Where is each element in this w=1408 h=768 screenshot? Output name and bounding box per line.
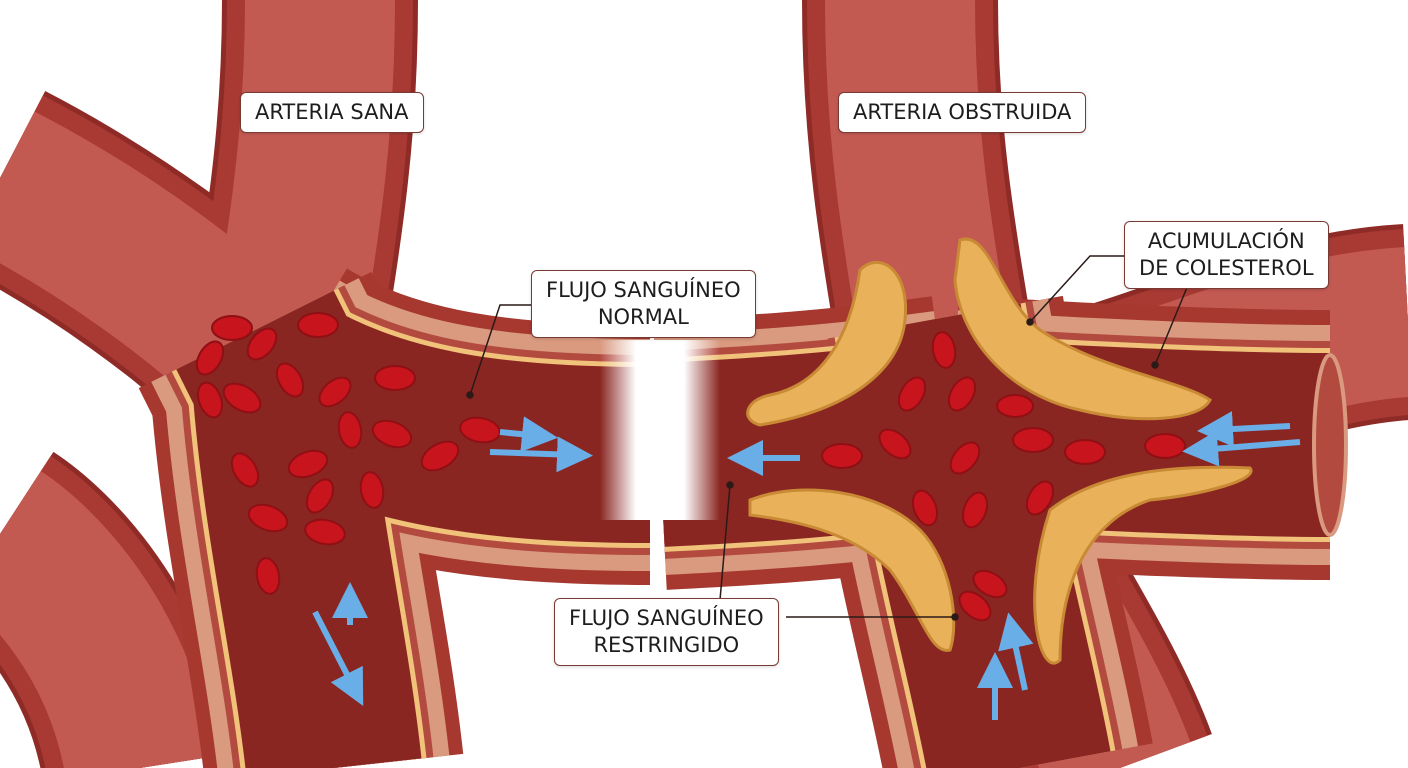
label-text: ACUMULACIÓN [1147, 229, 1305, 253]
label-obstructed-artery: ARTERIA OBSTRUIDA [838, 92, 1087, 133]
normal-flow-arrows [312, 416, 593, 707]
label-text: NORMAL [597, 305, 689, 329]
label-text: ARTERIA SANA [255, 100, 409, 124]
restricted-blood-cells [821, 331, 1186, 622]
leader-lines [466, 255, 1189, 621]
healthy-artery-cross-section [255, 330, 650, 768]
vessel-opening [1312, 353, 1348, 537]
label-normal-flow: FLUJO SANGUÍNEO NORMAL [531, 270, 756, 338]
cholesterol-plaque [746, 237, 1253, 665]
healthy-blood-cells [195, 312, 501, 595]
restricted-flow-arrows [727, 411, 1301, 720]
label-text: RESTRINGIDO [593, 633, 740, 657]
section-divider [600, 340, 720, 520]
label-restricted-flow: FLUJO SANGUÍNEO RESTRINGIDO [554, 598, 779, 666]
label-healthy-artery: ARTERIA SANA [240, 92, 424, 133]
label-text: FLUJO SANGUÍNEO [569, 606, 764, 630]
label-text: ARTERIA OBSTRUIDA [853, 100, 1072, 124]
label-text: FLUJO SANGUÍNEO [546, 278, 741, 302]
label-cholesterol: ACUMULACIÓN DE COLESTEROL [1124, 221, 1329, 289]
label-text: DE COLESTEROL [1139, 256, 1314, 280]
